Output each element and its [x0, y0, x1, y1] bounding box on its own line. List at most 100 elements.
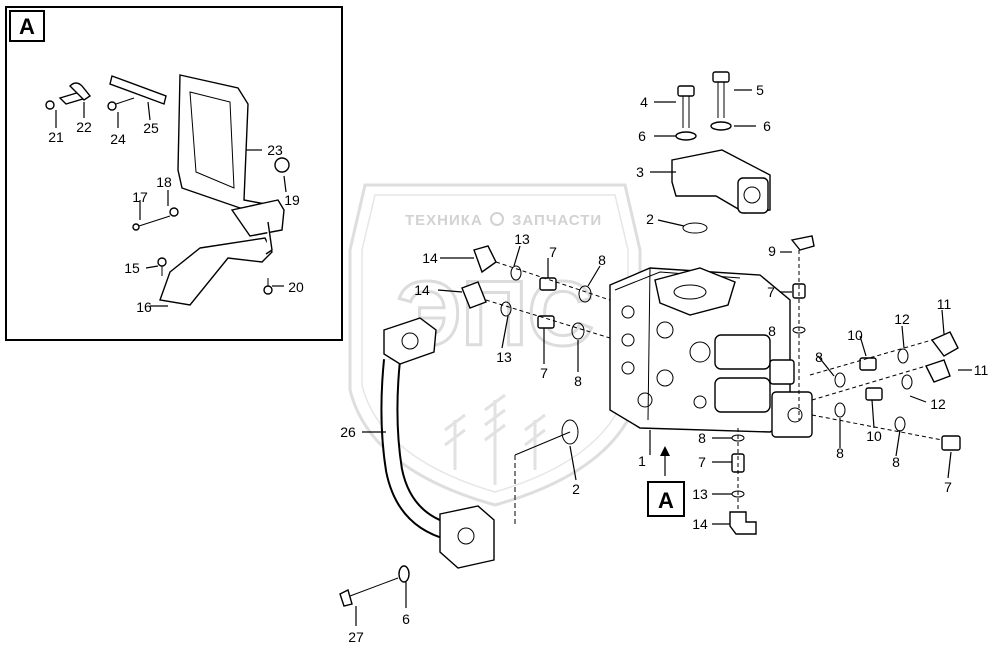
callout-6-left: 6 — [638, 128, 646, 144]
adapter-10-upper — [859, 357, 877, 371]
watermark-text-right: ЗАПЧАСТИ — [512, 212, 602, 229]
callout-11-upper: 11 — [937, 296, 952, 312]
callout-19: 19 — [284, 192, 300, 208]
adapter-7-lower — [537, 315, 555, 329]
bolt-27 — [339, 588, 353, 607]
main-assembly: A 4 5 — [339, 71, 989, 645]
o-ring-12-upper — [897, 348, 909, 364]
callout-13-upper: 13 — [514, 231, 530, 247]
callout-8-far: 8 — [892, 454, 900, 470]
callout-10-lower: 10 — [866, 428, 882, 444]
callout-14-lower: 14 — [414, 282, 430, 298]
o-ring-13-lower — [500, 301, 512, 317]
o-ring-2-top — [682, 222, 708, 234]
valve-ports — [621, 305, 711, 409]
callout-18: 18 — [156, 174, 172, 190]
gear-icon — [490, 212, 504, 226]
washer-6-bottom — [398, 565, 410, 583]
callout-8-mid: 8 — [815, 349, 823, 365]
callout-7-right: 7 — [944, 479, 952, 495]
inset-marker-box — [9, 10, 45, 42]
elbow-11-lower — [925, 359, 951, 383]
callout-23: 23 — [267, 142, 283, 158]
callout-12-lower: 12 — [930, 396, 946, 412]
callout-3: 3 — [636, 164, 644, 180]
callout-8-lower: 8 — [574, 373, 582, 389]
view-marker-box — [647, 481, 685, 517]
mount-plate — [159, 237, 273, 306]
strap-25 — [109, 75, 167, 105]
callout-4: 4 — [640, 94, 648, 110]
callout-24: 24 — [110, 131, 126, 147]
callout-17: 17 — [132, 189, 148, 205]
bolt-15 — [157, 257, 167, 267]
elbow-11-upper — [930, 331, 959, 357]
callout-7-upper: 7 — [549, 244, 557, 260]
bolt-4 — [677, 85, 695, 97]
callout-7-lower: 7 — [540, 365, 548, 381]
solenoid-upper — [714, 334, 771, 370]
valve-top-cover — [654, 267, 736, 316]
elbow-14-lower — [461, 281, 487, 309]
callout-14-upper: 14 — [422, 250, 438, 266]
callout-6-right: 6 — [763, 118, 771, 134]
callout-16: 16 — [136, 299, 152, 315]
bolt-20 — [263, 285, 273, 295]
adapter-10-lower — [865, 387, 883, 401]
o-ring-12-lower — [901, 374, 913, 390]
callout-10-upper: 10 — [847, 327, 863, 343]
mount-plate-upper — [230, 199, 285, 237]
o-ring-13-upper — [510, 265, 522, 281]
callout-1: 1 — [638, 453, 646, 469]
pipe-flange-upper — [383, 317, 437, 365]
callout-2-side: 2 — [572, 481, 580, 497]
watermark-text-left: ТЕХНИКА — [405, 212, 483, 229]
inset-marker: A — [19, 14, 35, 39]
callout-8-upper: 8 — [598, 252, 606, 268]
callout-8-right: 8 — [836, 445, 844, 461]
callout-13-bottom: 13 — [692, 486, 708, 502]
callout-27: 27 — [348, 629, 364, 645]
callout-13-lower: 13 — [496, 349, 512, 365]
adapter-7-top — [792, 283, 806, 299]
view-marker: A — [658, 488, 674, 513]
callout-22: 22 — [76, 119, 92, 135]
tee-9 — [790, 235, 815, 251]
callout-8-top: 8 — [768, 323, 776, 339]
callout-14-bottom: 14 — [692, 516, 708, 532]
callout-12-upper: 12 — [894, 311, 910, 327]
callout-7-top: 7 — [767, 284, 775, 300]
bolt-5 — [712, 71, 730, 83]
callout-25: 25 — [143, 120, 159, 136]
pipe-flange-lower — [439, 505, 495, 569]
callout-7-bottom: 7 — [698, 454, 706, 470]
elbow-14-bottom — [729, 511, 757, 535]
callout-21: 21 — [48, 129, 64, 145]
callout-2-top: 2 — [646, 211, 654, 227]
o-ring-2-side — [561, 419, 579, 445]
callout-6-bottom: 6 — [402, 611, 410, 627]
inset-frame — [5, 6, 343, 341]
o-ring-8-lower — [571, 322, 585, 340]
adapter-7-right — [941, 435, 961, 451]
washer-18 — [169, 207, 179, 217]
callout-8-bottom: 8 — [698, 430, 706, 446]
nut-19 — [274, 157, 290, 173]
adapter-7-upper — [539, 277, 557, 291]
watermark: ТЕХНИКА ЗАПЧАСТИ ЭПС — [348, 183, 642, 507]
callout-9: 9 — [768, 243, 776, 259]
callout-11-lower: 11 — [974, 362, 989, 378]
washer-6-right — [710, 121, 732, 131]
callout-5: 5 — [756, 82, 764, 98]
watermark-wheat-icon — [444, 393, 546, 485]
callout-15: 15 — [124, 260, 140, 276]
pipe-26 — [380, 359, 453, 541]
solenoid-lower — [714, 377, 771, 413]
callout-26: 26 — [340, 424, 356, 440]
washer-6-left — [675, 131, 697, 141]
clip-22 — [69, 82, 92, 101]
inset-a: A 21 22 24 25 23 18 — [5, 6, 343, 341]
end-block — [771, 391, 813, 438]
callout-20: 20 — [288, 279, 304, 295]
